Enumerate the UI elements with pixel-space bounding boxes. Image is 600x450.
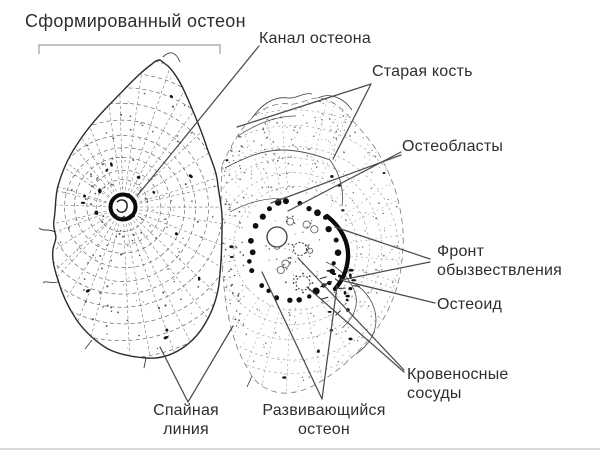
label-old-bone: Старая кость: [372, 63, 473, 80]
label-calcification-front: Фронт обызвествления: [437, 243, 563, 279]
leader-calcification-front-1: [334, 226, 431, 260]
old-bone-boundary: [220, 97, 404, 394]
title-bracket: [38, 44, 221, 54]
leader-cement-line-2: [187, 325, 234, 403]
label-formed-osteon: Сформированный остеон: [25, 11, 246, 31]
leader-blood-vessels-1: [297, 257, 405, 371]
leader-osteoblasts-2: [270, 154, 402, 204]
edge-strands: [38, 52, 353, 388]
label-blood-vessels: Кровеносные сосуды: [407, 366, 509, 402]
leader-lines: [136, 45, 436, 403]
calcification-front-arc: [324, 213, 351, 292]
label-cement-line: Спайная линия: [153, 402, 219, 438]
leader-calcification-front-2: [340, 261, 431, 281]
leader-blood-vessels-2: [306, 286, 405, 373]
leader-old-bone-1: [236, 83, 372, 128]
leader-old-bone-2: [332, 83, 372, 160]
blood-vessels-drawing: [266, 226, 311, 291]
label-osteoblasts: Остеобласты: [402, 138, 504, 155]
leader-cement-line-1: [159, 346, 189, 403]
leader-developing-osteon-2: [321, 285, 338, 400]
label-osteoid: Остеоид: [437, 296, 503, 313]
leader-osteoid: [343, 280, 436, 304]
formed-osteon-outline: [51, 59, 223, 359]
label-osteon-canal: Канал остеона: [259, 30, 371, 47]
label-developing-osteon: Развивающийся остеон: [262, 402, 386, 438]
leader-osteon-canal: [136, 45, 260, 197]
leader-developing-osteon-1: [261, 271, 323, 400]
old-bone-internal-boundaries: [224, 115, 377, 355]
